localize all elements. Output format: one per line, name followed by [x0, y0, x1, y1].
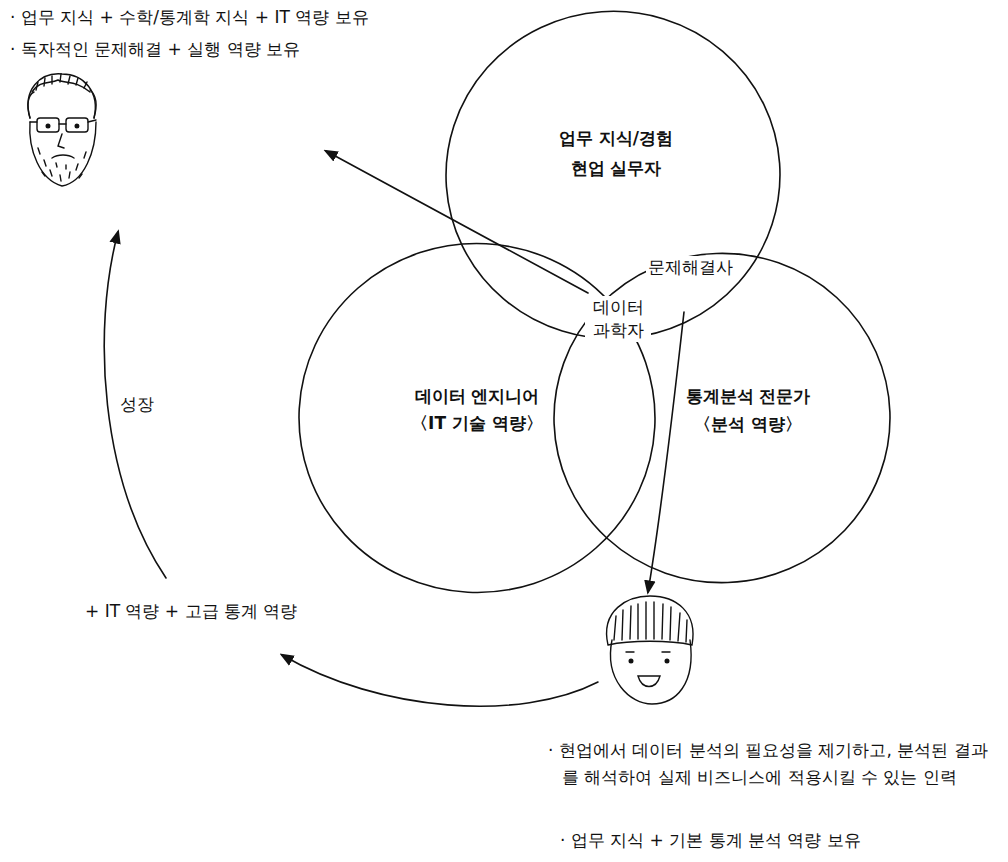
circle-title: 통계분석 전문가 — [686, 385, 811, 408]
diagram-label: 데이터 과학자 — [585, 296, 651, 342]
junior-face — [607, 596, 693, 704]
circle-title: 데이터 엔지니어 — [415, 385, 540, 408]
circle-title: 〈IT 기술 역량〉 — [411, 412, 543, 435]
growth-arrow — [104, 232, 166, 578]
diagram-label: · 업무 지식 + 기본 통계 분석 역량 보유 — [560, 829, 861, 852]
diagram-label: 문제해결사 — [646, 256, 735, 279]
diagram-label: 성장 — [118, 393, 156, 416]
circle-title: 〈분석 역량〉 — [694, 413, 802, 436]
circle-title: 현업 실무자 — [571, 157, 662, 180]
venn-circle: 데이터 엔지니어 〈IT 기술 역량〉 — [299, 240, 655, 596]
growth-arrow — [282, 655, 598, 706]
diagram-label: · 현업에서 데이터 분석의 필요성을 제기하고, 분석된 결과를 해석하여 실… — [548, 737, 1002, 791]
diagram-label: · 독자적인 문제해결 + 실행 역량 보유 — [10, 38, 300, 61]
expert-face — [28, 74, 96, 186]
diagram-label: + IT 역량 + 고급 통계 역량 — [85, 600, 297, 623]
circle-title: 업무 지식/경험 — [559, 127, 673, 150]
diagram-label: · 업무 지식 + 수학/통계학 지식 + IT 역량 보유 — [10, 6, 369, 29]
role-arrow — [648, 312, 684, 592]
growth-arrow — [326, 151, 588, 293]
